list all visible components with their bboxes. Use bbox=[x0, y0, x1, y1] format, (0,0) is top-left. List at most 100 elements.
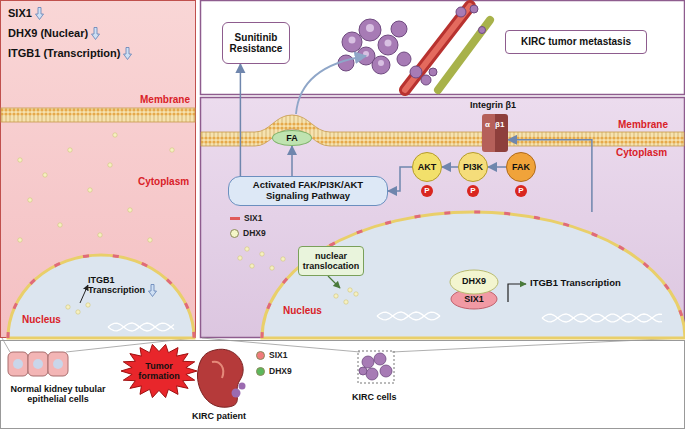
cell-membrane bbox=[1, 108, 195, 122]
kirc-cells-illustration bbox=[366, 368, 378, 380]
kirc-cells-illustration bbox=[374, 353, 386, 365]
metastasis-illustration bbox=[405, 6, 470, 90]
node-text: Cytoplasm bbox=[616, 147, 667, 159]
node-text: Cytoplasm bbox=[138, 176, 189, 188]
metastasis-illustration bbox=[391, 21, 407, 37]
legend-text: DHX9 bbox=[243, 228, 266, 238]
outcome-box: Sunitinib Resistance bbox=[222, 22, 290, 64]
pathway-box: Activated FAK/PI3K/AKT Signaling Pathway bbox=[228, 176, 388, 206]
normal-cells-illustration bbox=[48, 352, 68, 376]
legend-item: DHX9 bbox=[256, 366, 292, 376]
legend-swatch bbox=[230, 229, 239, 238]
kidney-illustration bbox=[197, 349, 243, 407]
node-text: Nucleus bbox=[283, 305, 322, 317]
connector-arrow bbox=[488, 166, 506, 168]
metastasis-illustration bbox=[429, 68, 437, 76]
dhx9-dots bbox=[250, 264, 254, 268]
dhx9-dots bbox=[238, 256, 242, 260]
protein-complex: DHX9SIX1 bbox=[448, 268, 500, 310]
caption-label: KIRC cells bbox=[352, 392, 397, 402]
node-text: nuclear translocation bbox=[303, 251, 360, 272]
translocation-arrow bbox=[328, 276, 340, 288]
dhx9-dots bbox=[18, 238, 22, 242]
dhx9-dots bbox=[148, 238, 152, 242]
chromatin bbox=[542, 314, 662, 322]
metastasis-illustration bbox=[456, 7, 466, 17]
metastasis-illustration bbox=[405, 6, 470, 90]
node-text: ITGB1 Transcription bbox=[88, 275, 156, 296]
metastasis-illustration bbox=[372, 56, 390, 74]
burst-outline bbox=[121, 344, 197, 397]
node-text: β1 bbox=[495, 120, 504, 129]
panels bbox=[201, 98, 685, 338]
dhx9-dots bbox=[108, 163, 112, 167]
node-text: FAK bbox=[507, 162, 535, 172]
node-text: SIX1 bbox=[8, 7, 32, 20]
dhx9-dot bbox=[344, 300, 348, 304]
tumor-burst: Tumor formation bbox=[120, 343, 198, 399]
dhx9-dots bbox=[281, 257, 285, 261]
outcome-box: KIRC tumor metastasis bbox=[505, 30, 647, 54]
dhx9-dots bbox=[68, 148, 72, 152]
metastasis-illustration bbox=[349, 37, 356, 44]
kirc-cells-illustration bbox=[358, 351, 394, 383]
decrease-arrow bbox=[148, 284, 157, 297]
metastasis-illustration bbox=[470, 5, 478, 13]
dhx9-dots bbox=[88, 188, 92, 192]
legend-item: SIX1 bbox=[230, 213, 262, 223]
kidney-illustration bbox=[212, 362, 223, 378]
legend-text: DHX9 bbox=[269, 366, 292, 376]
kirc-cell-panel: MembraneCytoplasmIntegrin β1αβ1FAAKTPPI3… bbox=[200, 97, 685, 338]
metastasis-illustration bbox=[342, 32, 362, 52]
connector-arrow bbox=[442, 166, 458, 168]
six1-on-envelope bbox=[8, 255, 194, 338]
node-text: α bbox=[485, 120, 490, 129]
legend-swatch bbox=[230, 217, 240, 220]
metastasis-illustration bbox=[349, 24, 392, 66]
panels bbox=[201, 1, 685, 95]
metastasis-illustration bbox=[385, 40, 392, 47]
kinase-circle: AKTP bbox=[412, 152, 442, 182]
node-text: P bbox=[467, 185, 479, 197]
chromatin bbox=[377, 312, 440, 320]
kirc-cells-illustration bbox=[380, 365, 392, 377]
dhx9-dots bbox=[113, 133, 117, 137]
dhx9-dots bbox=[43, 173, 47, 177]
kirc-cells-illustration bbox=[359, 353, 392, 380]
dhx9-dots bbox=[260, 252, 264, 256]
leader-lines bbox=[392, 338, 683, 352]
dhx9-dots bbox=[98, 233, 102, 237]
legend-swatch bbox=[256, 367, 265, 376]
node-text: ITGB1 (Transcription) bbox=[8, 47, 120, 60]
dhx9-dot bbox=[66, 305, 70, 309]
leader-lines bbox=[2, 338, 683, 352]
connector-arrow bbox=[240, 64, 242, 176]
legend-text: SIX1 bbox=[244, 213, 262, 223]
node-text: DHX9 bbox=[448, 276, 500, 286]
node-text: Sunitinib Resistance bbox=[227, 32, 285, 55]
metastasis-illustration bbox=[338, 5, 486, 85]
caption-label: Normal kidney tubular epithelial cells bbox=[2, 384, 114, 405]
node-text: FA bbox=[286, 133, 298, 143]
metastasis-illustration bbox=[421, 75, 431, 85]
six1-on-envelope bbox=[262, 212, 685, 338]
node-text: PI3K bbox=[459, 162, 487, 172]
metastasis-illustration bbox=[338, 5, 490, 90]
legend-item: DHX9 bbox=[230, 228, 266, 238]
normal-cells-illustration bbox=[8, 352, 28, 376]
chromatin bbox=[108, 323, 174, 331]
node-text: Membrane bbox=[140, 94, 190, 106]
metastasis-illustration bbox=[378, 35, 398, 55]
dhx9-dots bbox=[28, 198, 32, 202]
normal-cells-illustration bbox=[28, 352, 48, 376]
legend-item: SIX1 bbox=[256, 350, 287, 360]
node-text: Membrane bbox=[618, 119, 668, 131]
connector-arrow bbox=[291, 146, 293, 176]
normal-cells-illustration bbox=[8, 352, 68, 376]
dhx9-dots bbox=[245, 247, 249, 251]
decrease-arrow bbox=[91, 27, 100, 40]
